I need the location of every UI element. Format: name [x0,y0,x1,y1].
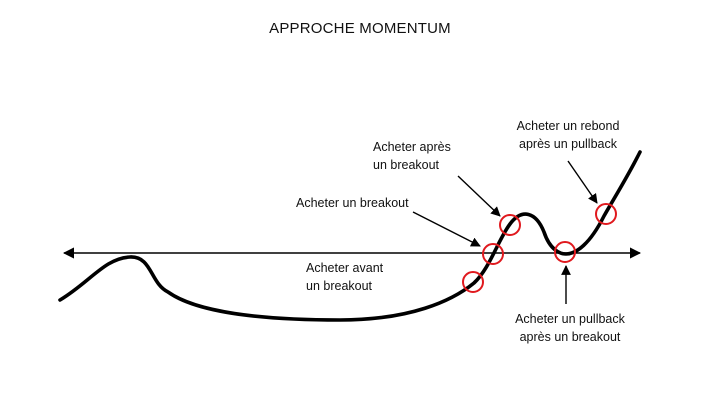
label-line: après un pullback [519,137,617,151]
label-buy-before-breakout: Acheter avant un breakout [306,259,383,295]
label-buy-breakout: Acheter un breakout [296,194,409,212]
label-line: Acheter un rebond [516,119,620,133]
label-buy-rebound: Acheter un rebond après un pullback [498,117,638,153]
label-buy-after-breakout: Acheter après un breakout [373,138,451,174]
diagram-title: APPROCHE MOMENTUM [269,20,451,37]
buy-after-breakout-marker [499,214,521,236]
label-line: Acheter avant [306,261,384,275]
pointer-arrow-buy-rebound [567,160,598,204]
buy-breakout-marker [482,243,504,265]
pointer-arrow-buy-after [457,175,501,217]
buy-before-breakout-marker [462,271,484,293]
pointer-arrow-buy-breakout [412,211,481,247]
label-buy-pullback: Acheter un pullback après un breakout [500,310,640,346]
buy-pullback-marker [554,241,576,263]
label-line: un breakout [306,279,373,293]
label-line: Acheter un breakout [296,196,409,210]
buy-rebound-marker [595,203,617,225]
label-line: après un breakout [519,330,621,344]
label-line: Acheter un pullback [515,312,625,326]
label-line: Acheter après [373,140,451,154]
label-line: un breakout [373,158,440,172]
